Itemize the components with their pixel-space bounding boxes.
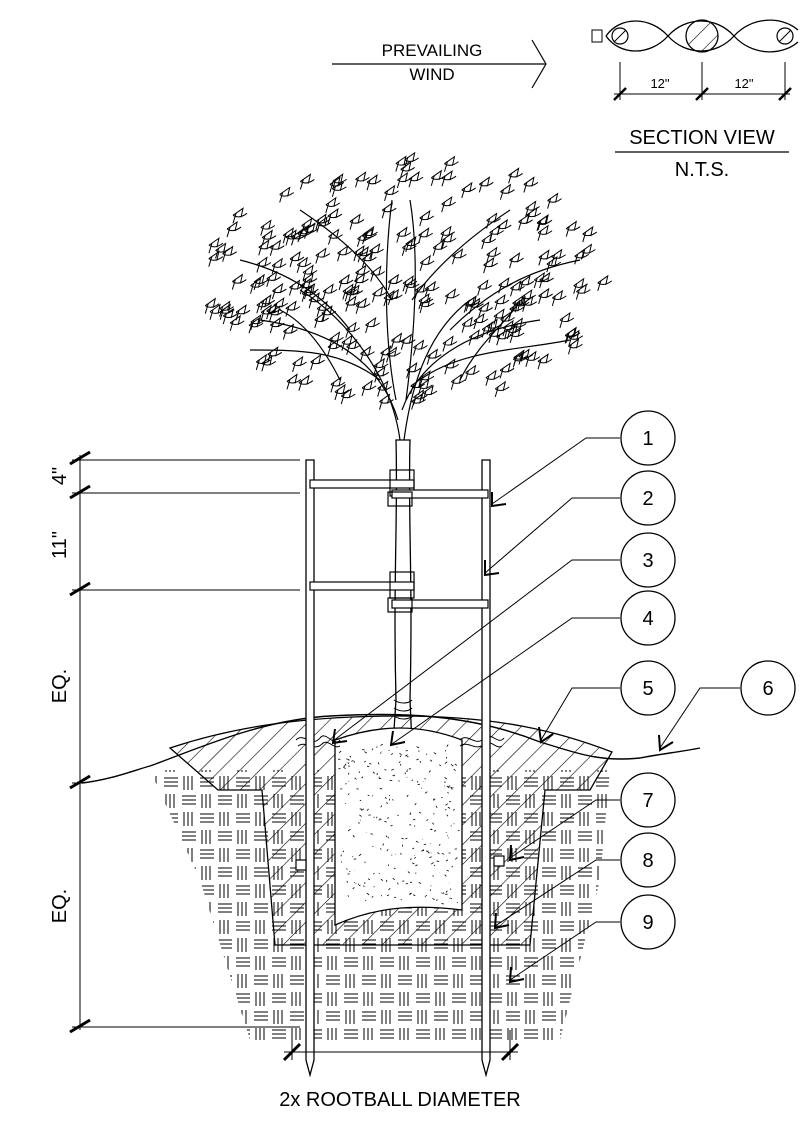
dim-eq-lower: EQ. <box>49 889 71 923</box>
callout-bubbles: 1 2 3 4 5 6 7 8 9 <box>620 410 796 950</box>
rootball-diameter-label: 2x ROOTBALL DIAMETER <box>279 1089 521 1111</box>
dim-eq-upper: EQ. <box>49 669 71 703</box>
callout-circle <box>620 832 676 888</box>
tree-canopy <box>204 151 613 410</box>
callout-6: 6 <box>740 660 796 716</box>
callout-number: 5 <box>642 678 653 700</box>
callout-number: 2 <box>642 488 653 510</box>
wind-indicator: PREVAILING WIND <box>332 39 547 89</box>
wind-label-line2: WIND <box>409 65 454 84</box>
section-title: SECTION VIEW <box>629 127 775 149</box>
dim-11in: 11" <box>49 531 71 559</box>
wind-label-line1: PREVAILING <box>382 41 483 60</box>
callout-number: 8 <box>642 850 653 872</box>
section-scale: N.T.S. <box>675 159 729 181</box>
callout-1: 1 <box>620 410 676 466</box>
callout-circle <box>620 410 676 466</box>
callout-4: 4 <box>620 590 676 646</box>
callout-3: 3 <box>620 532 676 588</box>
callout-leaders <box>331 437 740 984</box>
callout-number: 7 <box>642 790 653 812</box>
callout-circle <box>620 660 676 716</box>
callout-circle <box>620 772 676 828</box>
rootball <box>334 727 463 926</box>
stake-section-left <box>611 27 629 45</box>
vertical-dimensions <box>69 450 300 1034</box>
stake-ties <box>295 469 505 871</box>
callout-circle <box>620 590 676 646</box>
callout-circle <box>620 532 676 588</box>
trunk-section <box>685 19 719 53</box>
callout-9: 9 <box>620 894 676 950</box>
tree-branches <box>239 199 581 441</box>
section-dim-right: 12" <box>734 76 753 91</box>
callout-number: 6 <box>762 678 773 700</box>
callout-8: 8 <box>620 832 676 888</box>
callout-number: 9 <box>642 912 653 934</box>
callout-number: 3 <box>642 550 653 572</box>
section-dim-left: 12" <box>650 76 669 91</box>
callout-circle <box>620 470 676 526</box>
callout-circle <box>620 894 676 950</box>
dim-4in: 4" <box>49 467 71 485</box>
finish-grade <box>81 713 701 784</box>
callout-2: 2 <box>620 470 676 526</box>
callout-number: 1 <box>642 428 653 450</box>
rootball-dimension <box>282 1030 520 1062</box>
callout-number: 4 <box>642 608 653 630</box>
callout-circle <box>740 660 796 716</box>
callout-5: 5 <box>620 660 676 716</box>
section-view: 12" 12" SECTION VIEW N.T.S. <box>591 19 799 181</box>
tree-stakes <box>305 459 491 1078</box>
callout-7: 7 <box>620 772 676 828</box>
stake-section-right <box>776 27 794 45</box>
rootball-soil-texture <box>338 743 460 905</box>
